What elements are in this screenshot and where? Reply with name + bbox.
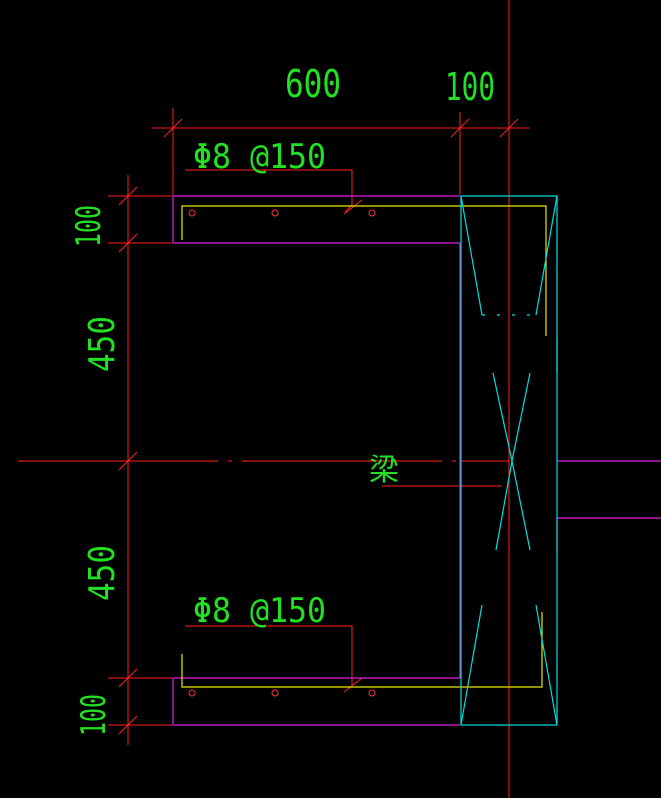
rebar-top <box>181 205 547 336</box>
rebar-leader-top-tick <box>343 199 363 215</box>
top-tick-3 <box>499 118 519 138</box>
beam-label: 梁 <box>369 453 399 488</box>
column-hatch <box>511 460 531 551</box>
rebar-dots <box>188 209 376 697</box>
rebar-leader-top <box>185 169 353 213</box>
rebar-leader-bottom <box>185 625 353 686</box>
rebar-label-top: Φ8 @150 <box>193 137 326 177</box>
rebar-lines <box>181 205 547 688</box>
dimension-labels: 600 100 100 450 450 100 <box>69 62 495 736</box>
slab-outline-bottom <box>172 677 460 726</box>
dim-top-width: 600 <box>285 62 341 106</box>
column-hatch <box>535 604 558 726</box>
rebar-labels: Φ8 @150 Φ8 @150 <box>193 137 326 631</box>
dim-left-upper-span: 450 <box>82 316 123 372</box>
column-hatch <box>535 195 558 316</box>
left-tick-3 <box>118 451 138 471</box>
rebar-dot <box>368 689 376 697</box>
rebar-label-bottom: Φ8 @150 <box>193 591 326 631</box>
rebar-leader-bottom-tick <box>343 677 363 693</box>
column-rect <box>460 195 558 726</box>
column-hatch <box>511 372 531 462</box>
column-hatch <box>460 604 483 726</box>
dimension-lines <box>18 0 530 798</box>
column-hatch <box>492 372 513 462</box>
top-tick-2 <box>450 118 470 138</box>
left-tick-5 <box>118 715 138 735</box>
dim-left-bottom-slab: 100 <box>74 694 114 736</box>
dim-top-column: 100 <box>445 65 495 109</box>
left-tick-1 <box>118 186 138 206</box>
top-tick-1 <box>163 118 183 138</box>
dim-left-top-slab: 100 <box>69 205 109 247</box>
left-tick-4 <box>118 668 138 688</box>
rebar-dot <box>271 689 279 697</box>
column-hatch <box>460 195 483 316</box>
slab-outlines <box>172 195 661 726</box>
slab-outline-top <box>172 195 460 244</box>
rebar-dot <box>368 209 376 217</box>
rebar-dot <box>188 689 196 697</box>
rebar-bottom <box>181 612 543 688</box>
rebar-dot <box>271 209 279 217</box>
dim-left-lower-span: 450 <box>82 545 123 601</box>
slab-edge-right-2 <box>556 517 661 553</box>
column-hatch <box>495 460 513 551</box>
left-tick-2 <box>118 233 138 253</box>
rebar-dot <box>188 209 196 217</box>
column-outline <box>460 195 558 726</box>
